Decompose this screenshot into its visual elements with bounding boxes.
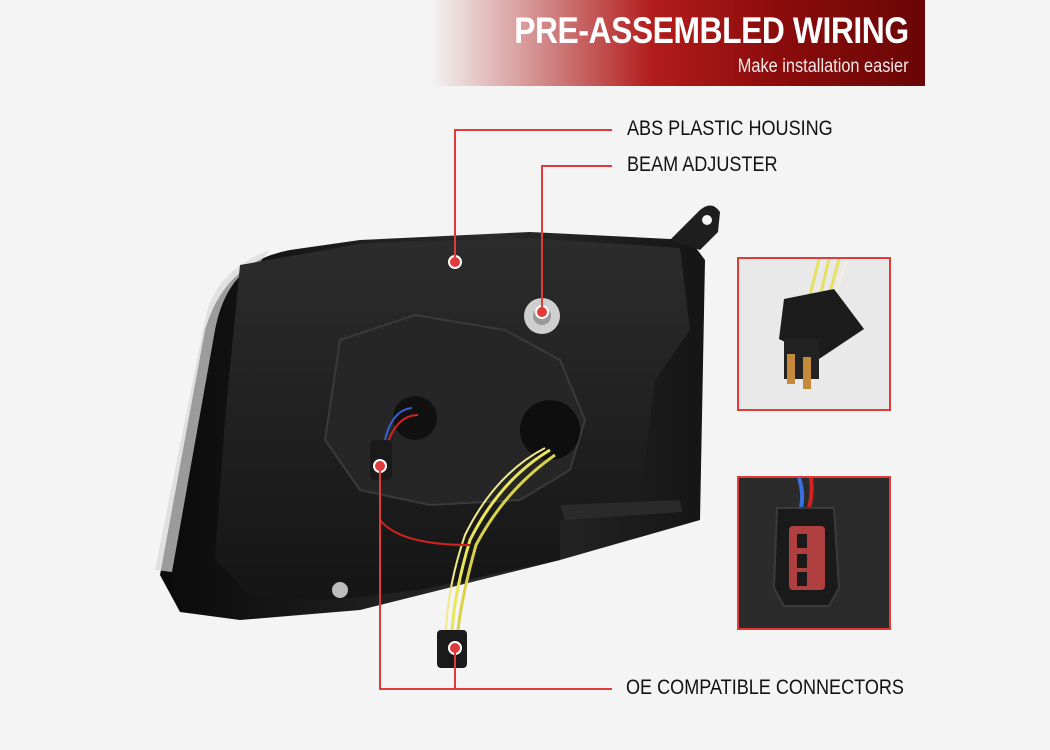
blue-red-wire <box>384 407 413 441</box>
banner-subtitle: Make installation easier <box>738 56 909 77</box>
leader-oe-connectors <box>379 466 612 690</box>
callout-beam-adjuster: BEAM ADJUSTER <box>627 153 778 176</box>
inset-plug-connector-photo <box>737 476 891 630</box>
callout-abs-plastic-housing: ABS PLASTIC HOUSING <box>627 117 833 140</box>
banner-title: PRE-ASSEMBLED WIRING <box>514 10 910 51</box>
leader-abs-housing <box>454 129 612 262</box>
bulb-socket <box>520 400 580 460</box>
leader-beam-adjuster <box>541 165 612 312</box>
lens-rim <box>155 250 270 572</box>
title-banner: PRE-ASSEMBLED WIRING Make installation e… <box>430 0 925 86</box>
red-wire <box>379 519 471 546</box>
inset-bulb-connector-photo <box>737 257 891 411</box>
yellow-wire-harness <box>450 448 551 631</box>
callout-oe-compatible-connectors: OE COMPATIBLE CONNECTORS <box>626 676 904 699</box>
